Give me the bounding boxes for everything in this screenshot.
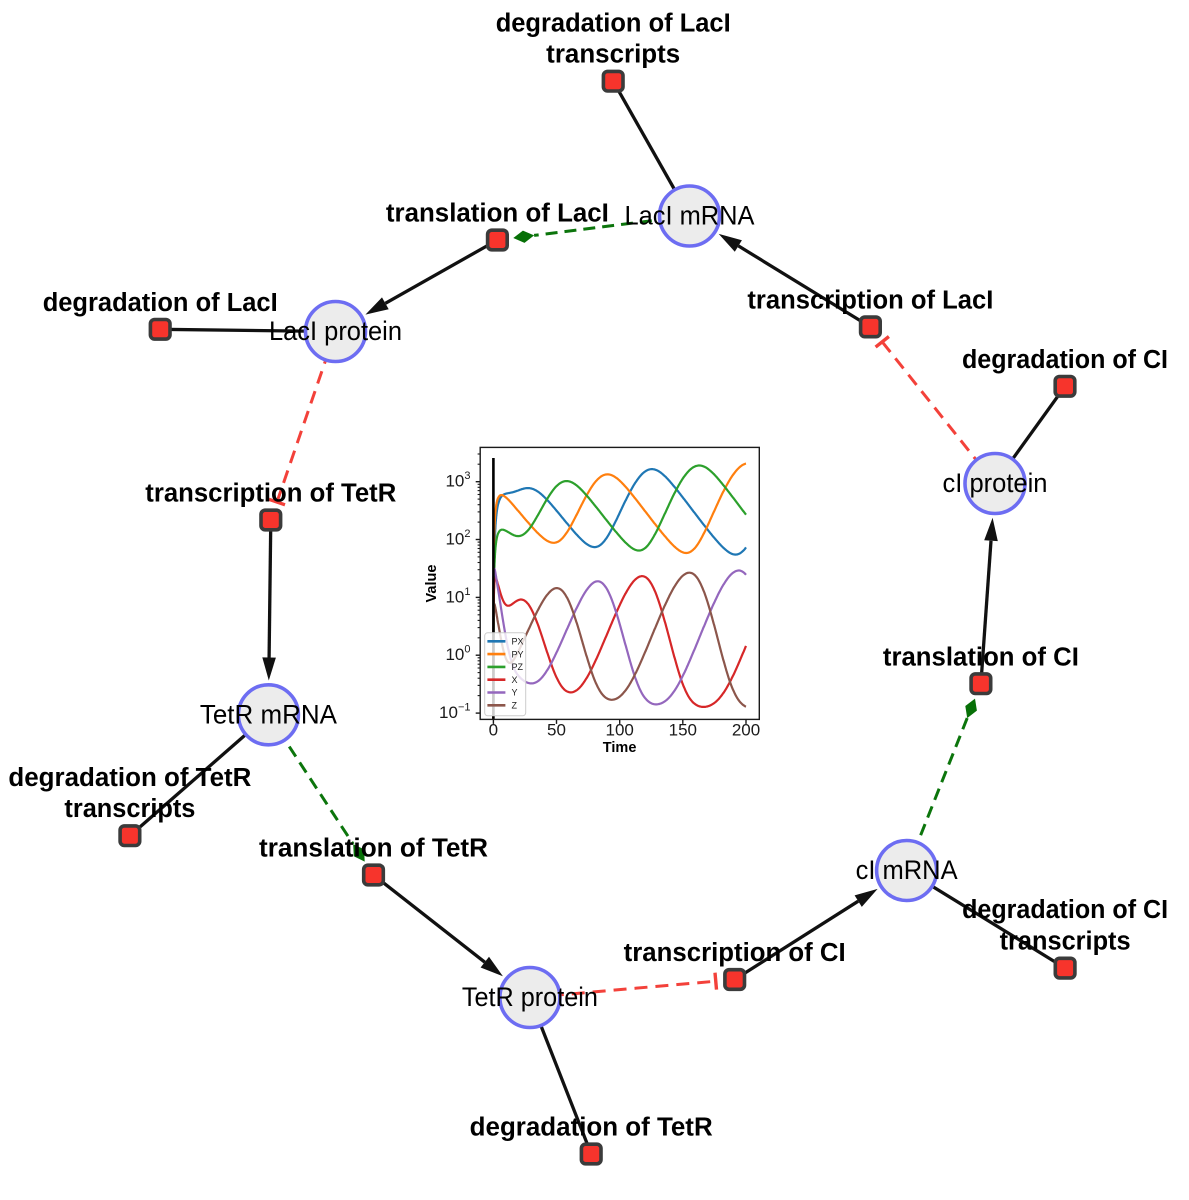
svg-text:PY: PY (512, 649, 524, 659)
svg-text:TetR mRNA: TetR mRNA (200, 700, 337, 730)
svg-text:cI mRNA: cI mRNA (856, 855, 958, 885)
svg-text:transcripts: transcripts (1000, 928, 1131, 956)
svg-text:transcripts: transcripts (64, 795, 195, 823)
svg-text:0: 0 (489, 721, 498, 740)
svg-text:LacI mRNA: LacI mRNA (625, 201, 755, 231)
svg-text:101: 101 (445, 586, 470, 607)
svg-text:50: 50 (547, 721, 566, 740)
svg-text:100: 100 (606, 721, 634, 740)
svg-text:degradation of TetR: degradation of TetR (8, 764, 251, 792)
svg-text:PZ: PZ (512, 662, 524, 672)
svg-text:cI protein: cI protein (943, 468, 1048, 498)
svg-text:Time: Time (603, 740, 637, 756)
svg-text:translation of LacI: translation of LacI (386, 200, 609, 228)
svg-text:X: X (512, 675, 518, 685)
svg-text:150: 150 (669, 721, 697, 740)
svg-text:transcripts: transcripts (546, 41, 680, 69)
svg-text:200: 200 (732, 721, 760, 740)
svg-text:translation of TetR: translation of TetR (259, 835, 488, 863)
svg-text:degradation of LacI: degradation of LacI (43, 289, 278, 317)
svg-text:PX: PX (512, 637, 524, 647)
svg-text:translation of CI: translation of CI (883, 643, 1079, 671)
svg-text:100: 100 (445, 644, 470, 665)
svg-text:degradation of CI: degradation of CI (962, 896, 1168, 924)
svg-text:degradation of TetR: degradation of TetR (470, 1114, 713, 1142)
svg-text:102: 102 (445, 528, 470, 549)
svg-text:transcription of LacI: transcription of LacI (747, 287, 993, 315)
svg-text:Value: Value (424, 565, 440, 603)
svg-text:degradation of CI: degradation of CI (962, 346, 1168, 374)
svg-text:Y: Y (512, 688, 518, 698)
svg-text:103: 103 (445, 470, 470, 491)
svg-text:transcription of CI: transcription of CI (624, 939, 846, 967)
svg-text:transcription of TetR: transcription of TetR (145, 480, 396, 508)
svg-text:degradation of LacI: degradation of LacI (496, 9, 731, 37)
svg-text:LacI protein: LacI protein (269, 316, 402, 346)
svg-text:Z: Z (512, 701, 518, 711)
svg-text:TetR protein: TetR protein (462, 982, 598, 1012)
